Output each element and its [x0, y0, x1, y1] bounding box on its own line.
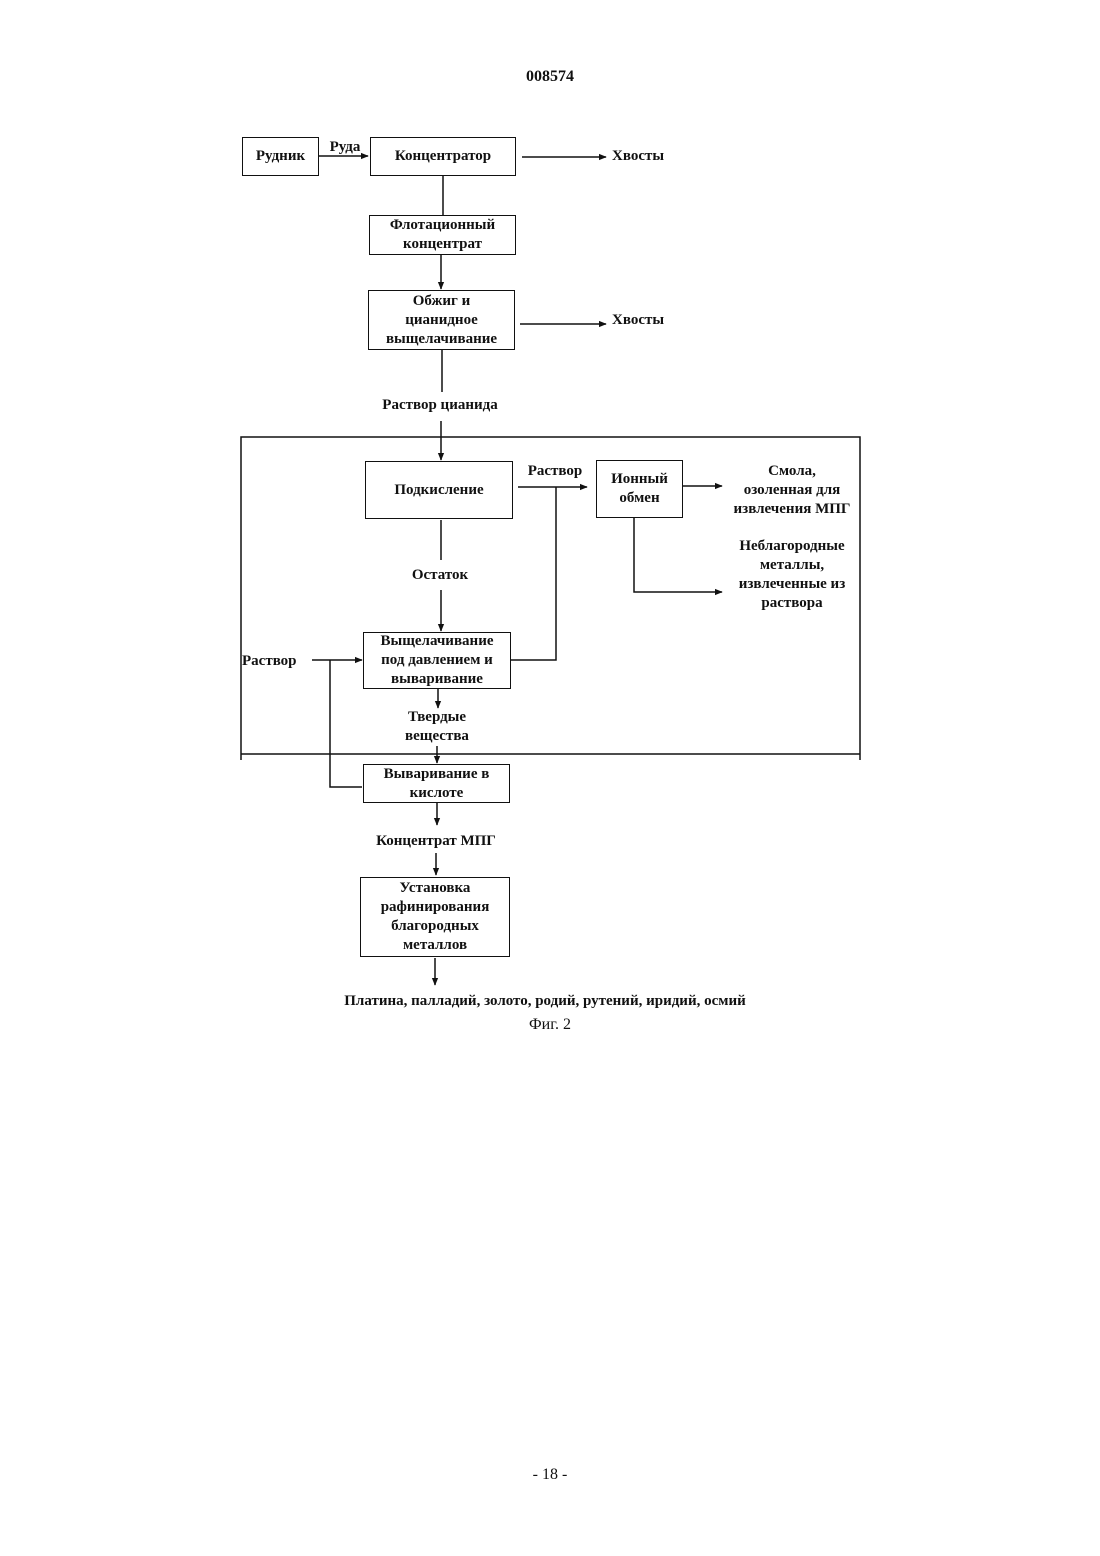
arrow-ion-base-metals	[634, 518, 722, 592]
line-leach-solution-return	[511, 487, 556, 660]
label-residue: Остаток	[395, 566, 485, 585]
box-concentrator: Концентратор	[370, 137, 516, 176]
label-cyanide-solution: Раствор цианида	[360, 396, 520, 415]
label-resin: Смола, озоленная для извлечения МПГ	[727, 462, 857, 519]
box-pressure-leach: Выщелачивание под давлением и вываривани…	[363, 632, 511, 689]
box-refinery: Установка рафинирования благородных мета…	[360, 877, 510, 957]
page-number: - 18 -	[0, 1466, 1100, 1484]
label-pgm-concentrate: Концентрат МПГ	[356, 832, 516, 851]
box-acid-digestion: Вываривание в кислоте	[363, 764, 510, 803]
label-solution-top: Раствор	[522, 462, 588, 481]
label-ore: Руда	[325, 138, 365, 157]
line-acid-recycle	[330, 660, 362, 787]
label-base-metals: Неблагородные металлы, извлеченные из ра…	[727, 537, 857, 613]
box-mine: Рудник	[242, 137, 319, 176]
label-solids: Твердые вещества	[392, 708, 482, 746]
box-roasting-cyanide-leach: Обжиг и цианидное выщелачивание	[368, 290, 515, 350]
box-ion-exchange: Ионный обмен	[596, 460, 683, 518]
label-solution-left: Раствор	[242, 652, 306, 671]
figure-caption: Фиг. 2	[500, 1015, 600, 1034]
label-products: Платина, палладий, золото, родий, рутени…	[300, 992, 790, 1011]
label-tailings-2: Хвосты	[612, 311, 672, 330]
label-tailings-1: Хвосты	[612, 147, 672, 166]
box-flotation-concentrate: Флотационный концентрат	[369, 215, 516, 255]
box-acidification: Подкисление	[365, 461, 513, 519]
